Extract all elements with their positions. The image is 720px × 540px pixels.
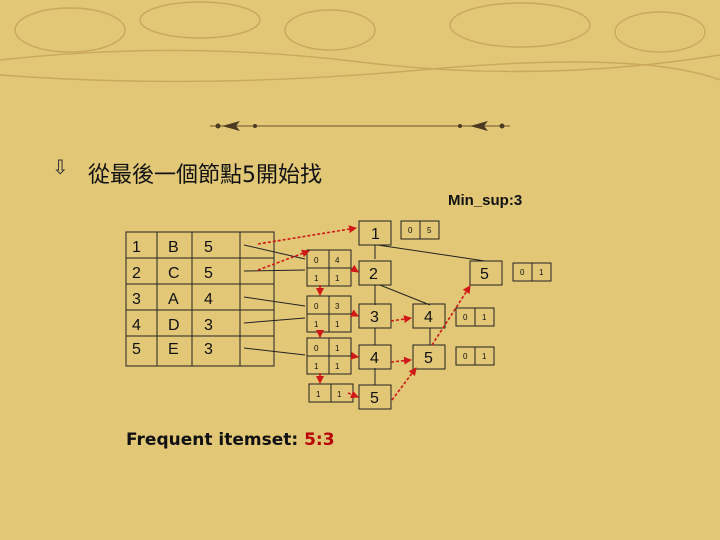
tree-node: 5 (412, 344, 446, 370)
tree-node-label: 5 (480, 266, 489, 283)
vector-cell: 1 (335, 362, 340, 371)
table-cell: 4 (204, 291, 213, 308)
table-cell: 5 (204, 265, 213, 282)
bitmap-box: 0 1 (455, 307, 495, 327)
vector-cell: 1 (335, 274, 340, 283)
header-links (243, 244, 306, 356)
vector-cell: 1 (314, 274, 319, 283)
table-cell: A (168, 291, 179, 308)
vector-cell: 1 (314, 320, 319, 329)
min-sup-label: Min_sup:3 (448, 192, 523, 209)
vector-cell: 0 (314, 344, 319, 353)
bitmap-cell: 1 (482, 313, 487, 322)
bitmap-cell: 0 (463, 313, 468, 322)
table-cell: C (168, 265, 180, 282)
tree-node: 1 (358, 220, 392, 246)
vector-cell: 1 (316, 390, 321, 399)
tree-node-label: 4 (370, 350, 379, 367)
frequent-itemset-label: Frequent itemset: (126, 430, 299, 450)
bitmap-box: 0 1 (455, 346, 495, 366)
bitmap-cell: 0 (520, 268, 525, 277)
vector-cell: 1 (337, 390, 342, 399)
background-stamps (0, 1, 720, 83)
vector-table: 0 3 1 1 (306, 295, 352, 333)
tree-node-label: 3 (370, 309, 379, 326)
tree-node: 2 (358, 260, 392, 286)
bitmap-box: 0 5 (400, 220, 440, 240)
bitmap-cell: 5 (427, 226, 432, 235)
vector-cell: 1 (335, 344, 340, 353)
table-cell: D (168, 317, 180, 334)
tree-node: 4 (412, 303, 446, 329)
table-cell: E (168, 341, 179, 358)
vector-cell: 0 (314, 256, 319, 265)
vector-cell: 1 (314, 362, 319, 371)
vector-cell: 3 (335, 302, 340, 311)
tree-node-label: 5 (424, 350, 433, 367)
tree-node-label: 5 (370, 390, 379, 407)
bitmap-cell: 0 (463, 352, 468, 361)
tree-node: 4 (358, 344, 392, 370)
frequent-itemset: Frequent itemset: 5:3 (126, 430, 335, 450)
vector-cell: 0 (314, 302, 319, 311)
bitmap-box: 0 1 (512, 262, 552, 282)
table-cell: 2 (132, 265, 141, 282)
table-cell: 5 (204, 239, 213, 256)
vector-table: 0 4 1 1 (306, 249, 352, 287)
table-cell: 1 (132, 239, 141, 256)
table-cell: 5 (132, 341, 141, 358)
frequent-itemset-value: 5:3 (304, 430, 335, 450)
table-cell: B (168, 239, 179, 256)
tree-node: 5 (469, 260, 503, 286)
tree-node-label: 2 (369, 266, 378, 283)
tree-node: 3 (358, 303, 392, 329)
bitmap-cell: 1 (539, 268, 544, 277)
slide-title: 從最後一個節點5開始找 (88, 163, 322, 188)
tree-node: 5 (358, 384, 392, 410)
tree-node-label: 4 (424, 309, 433, 326)
table-cell: 3 (132, 291, 141, 308)
table-cell: 3 (204, 317, 213, 334)
vector-table: 0 1 1 1 (306, 337, 352, 375)
node-link-arrows (257, 225, 471, 401)
tree-edges (374, 244, 486, 385)
tree-node-label: 1 (371, 226, 380, 243)
ornamental-divider (210, 121, 510, 131)
vector-cell: 4 (335, 256, 340, 265)
table-cell: 3 (204, 341, 213, 358)
bitmap-cell: 1 (482, 352, 487, 361)
bitmap-cell: 0 (408, 226, 413, 235)
bullet-icon: ⇩ (52, 155, 69, 179)
vector-cell: 1 (335, 320, 340, 329)
table-cell: 4 (132, 317, 141, 334)
vector-table: 1 1 (308, 383, 354, 403)
item-table: 1 B 5 2 C 5 3 A 4 4 D 3 5 E 3 (125, 231, 275, 367)
